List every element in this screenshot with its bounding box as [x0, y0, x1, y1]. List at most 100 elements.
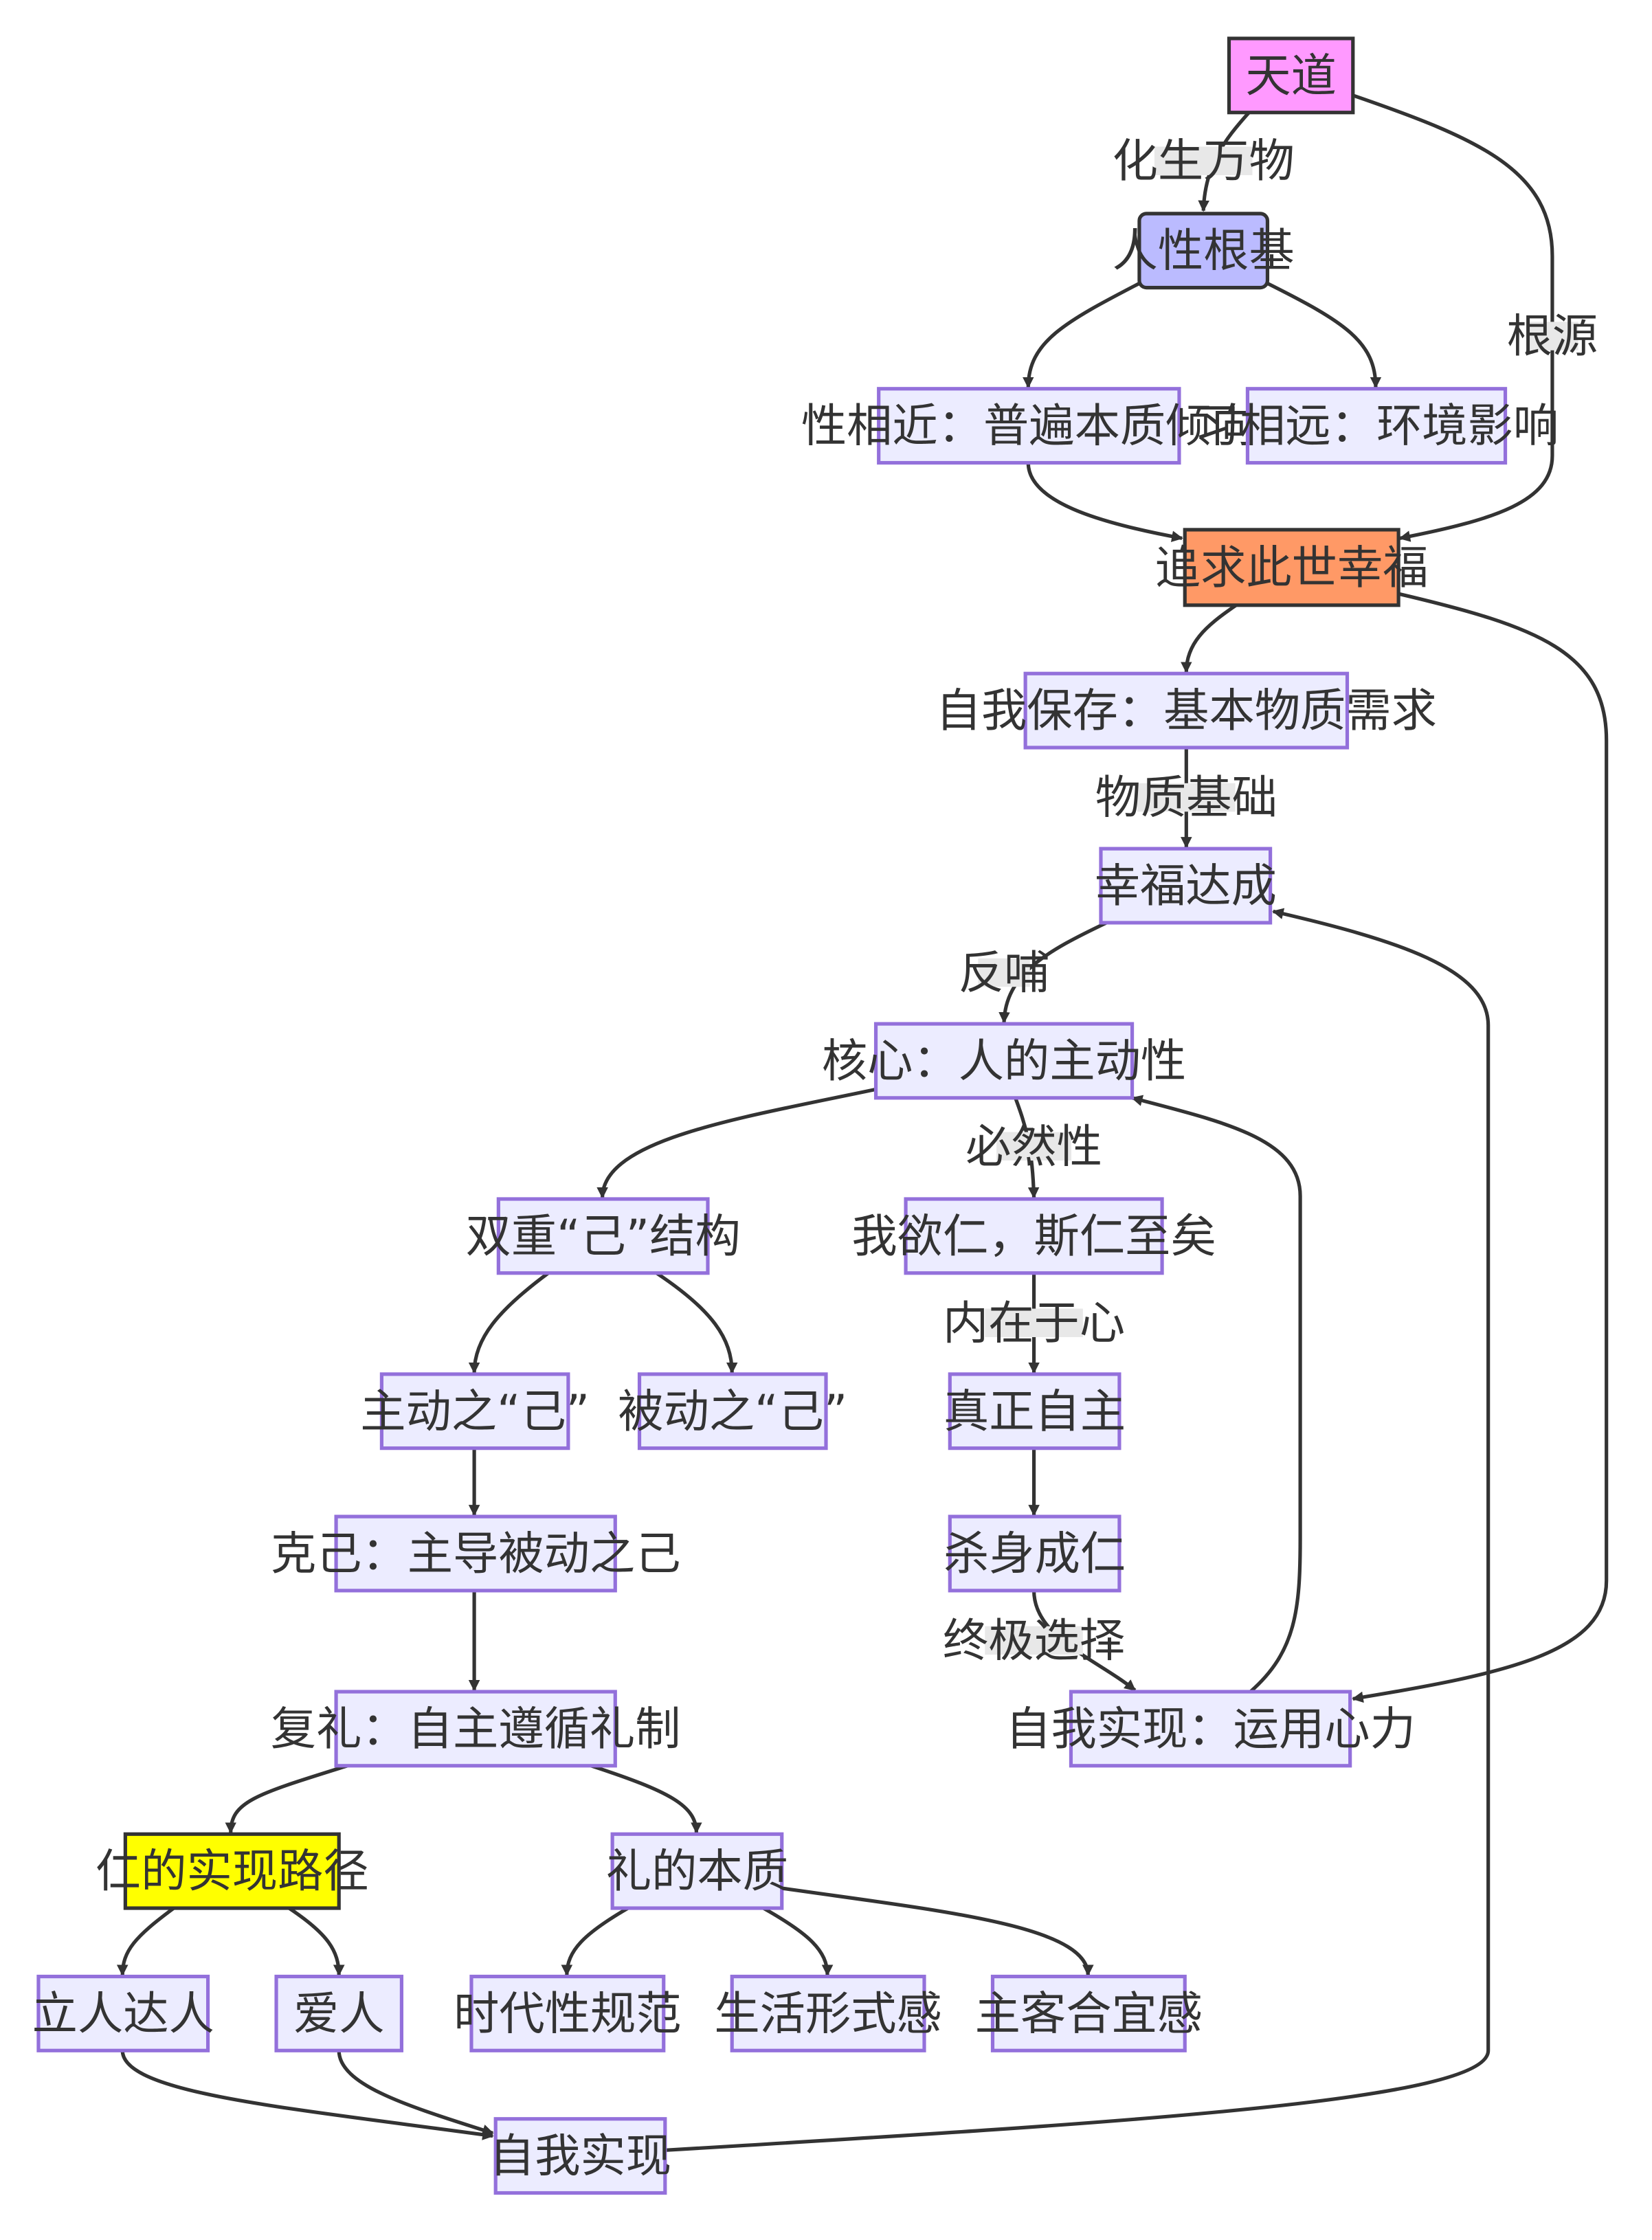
edge-label-background	[985, 1626, 1083, 1655]
node-label: 杀身成仁	[944, 1527, 1126, 1580]
node-box	[1245, 387, 1508, 465]
edge-label-text: 必然性	[965, 1119, 1102, 1173]
node-label: 自我实现：运用心力	[1005, 1702, 1416, 1756]
node-renxing: 人性根基	[1113, 212, 1295, 290]
edge-label-tiandao-to-renxing: 化生万物	[1113, 134, 1295, 188]
edge-hexin-to-shuangzhong	[596, 1087, 877, 1199]
node-box	[469, 1974, 666, 2052]
node-box	[1227, 36, 1355, 115]
edge-li-to-zhuke	[781, 1886, 1094, 1977]
node-box	[610, 1832, 784, 1910]
node-label: 克己：主导被动之己	[271, 1527, 681, 1580]
node-box	[990, 1974, 1187, 2052]
edge-li-to-shenghuo	[762, 1906, 834, 1977]
edge-ziwoshixian-to-xingfu	[665, 908, 1491, 2152]
edge-ziwoshixianxinli-to-hexin	[1130, 1095, 1302, 1693]
nodes: 天道人性根基性相近：普遍本质倾向习相远：环境影响追求此世幸福自我保存：基本物质需…	[32, 36, 1559, 2195]
node-label: 习相远：环境影响	[1194, 399, 1559, 453]
edge-fuli-to-ren	[225, 1764, 348, 1834]
edge-label-background	[1526, 322, 1578, 350]
node-label: 自我实现	[489, 2129, 671, 2183]
edge-li-to-shidaixing	[561, 1906, 629, 1977]
edge-label-background	[978, 958, 1030, 987]
node-box	[334, 1514, 617, 1593]
node-box	[873, 1022, 1135, 1100]
edge-label-shashen-to-ziwoshixianxinli: 终极选择	[943, 1613, 1125, 1667]
node-xingfu: 幸福达成	[1095, 847, 1277, 925]
edge-renxing-to-xixiangyuan	[1266, 282, 1382, 389]
node-label: 礼的本质	[606, 1844, 788, 1898]
node-box	[1099, 847, 1273, 925]
node-label: 自我保存：基本物质需求	[936, 684, 1437, 737]
node-label: 幸福达成	[1095, 859, 1277, 912]
edge-label-woyuren-to-zhenzheng: 内在于心	[943, 1296, 1125, 1349]
edge-label-text: 物质基础	[1095, 771, 1277, 825]
node-label: 爱人	[293, 1986, 385, 2040]
node-box	[1137, 212, 1270, 290]
node-beidong: 被动之“己”	[618, 1372, 847, 1451]
edge-ren-to-airen	[288, 1906, 345, 1977]
node-label: 天道	[1245, 49, 1337, 102]
node-tiandao: 天道	[1227, 36, 1355, 115]
node-shuangzhong: 双重“己”结构	[466, 1197, 741, 1275]
node-box	[123, 1832, 341, 1910]
node-shashen: 杀身成仁	[944, 1514, 1126, 1593]
edge-label-text: 终极选择	[943, 1613, 1125, 1667]
edge-label-text: 根源	[1507, 309, 1598, 363]
node-box	[36, 1974, 210, 2052]
node-label: 主客合宜感	[975, 1986, 1203, 2040]
node-box	[334, 1690, 617, 1768]
edge-label-text: 内在于心	[943, 1296, 1125, 1349]
node-label: 生活形式感	[714, 1986, 941, 2040]
node-zhuiqiu: 追求此世幸福	[1155, 528, 1429, 607]
node-label: 人性根基	[1113, 224, 1295, 278]
node-ren: 仁的实现路径	[96, 1832, 369, 1910]
node-shidaixing: 时代性规范	[454, 1974, 682, 2052]
edge-zhuiqiu-to-ziwobaocun	[1181, 603, 1238, 673]
node-label: 性相近：普遍本质倾向	[801, 399, 1257, 453]
node-label: 仁的实现路径	[96, 1844, 369, 1898]
node-lirendaren: 立人达人	[32, 1974, 214, 2052]
edge-ren-to-lirendaren	[116, 1906, 175, 1977]
node-label: 双重“己”结构	[466, 1209, 741, 1263]
node-zhudong: 主动之“己”	[360, 1372, 590, 1451]
edge-label-text: 化生万物	[1113, 134, 1295, 188]
node-ziwoshixianxinli: 自我实现：运用心力	[1005, 1690, 1416, 1768]
node-label: 立人达人	[32, 1986, 214, 2040]
node-box	[948, 1514, 1121, 1593]
node-box	[493, 2117, 667, 2195]
node-box	[496, 1197, 710, 1275]
node-fuli: 复礼：自主遵循礼制	[271, 1690, 681, 1768]
node-label: 真正自主	[944, 1385, 1126, 1438]
node-box	[904, 1197, 1164, 1275]
node-label: 追求此世幸福	[1155, 541, 1429, 594]
node-box	[379, 1372, 570, 1451]
node-ziwoshixian: 自我实现	[489, 2117, 671, 2195]
edges	[116, 93, 1609, 2152]
node-box	[274, 1974, 404, 2052]
node-li: 礼的本质	[606, 1832, 788, 1910]
edge-shuangzhong-to-zhudong	[468, 1271, 550, 1374]
node-airen: 爱人	[274, 1974, 404, 2052]
edge-shuangzhong-to-beidong	[655, 1271, 738, 1374]
node-box	[877, 387, 1181, 465]
node-zhuke: 主客合宜感	[975, 1974, 1203, 2052]
node-ziwobaocun: 自我保存：基本物质需求	[936, 671, 1437, 750]
edge-lirendaren-to-ziwoshixian	[120, 2050, 494, 2140]
node-box	[1069, 1690, 1352, 1768]
node-keji: 克己：主导被动之己	[271, 1514, 681, 1593]
edge-airen-to-ziwoshixian	[337, 2050, 494, 2136]
edge-label-background	[985, 1308, 1083, 1337]
node-box	[637, 1372, 828, 1451]
edge-label-ziwobaocun-to-xingfu: 物质基础	[1095, 771, 1277, 825]
node-xixiangyuan: 习相远：环境影响	[1194, 387, 1559, 465]
node-box	[730, 1974, 926, 2052]
edge-xingxiangjin-to-zhuiqiu	[1026, 462, 1183, 542]
node-label: 被动之“己”	[618, 1385, 847, 1438]
edge-fuli-to-li	[590, 1764, 702, 1834]
node-box	[1183, 528, 1400, 607]
edge-zhuiqiu-to-ziwoshixianxinli	[1352, 592, 1609, 1703]
node-box	[948, 1372, 1121, 1451]
